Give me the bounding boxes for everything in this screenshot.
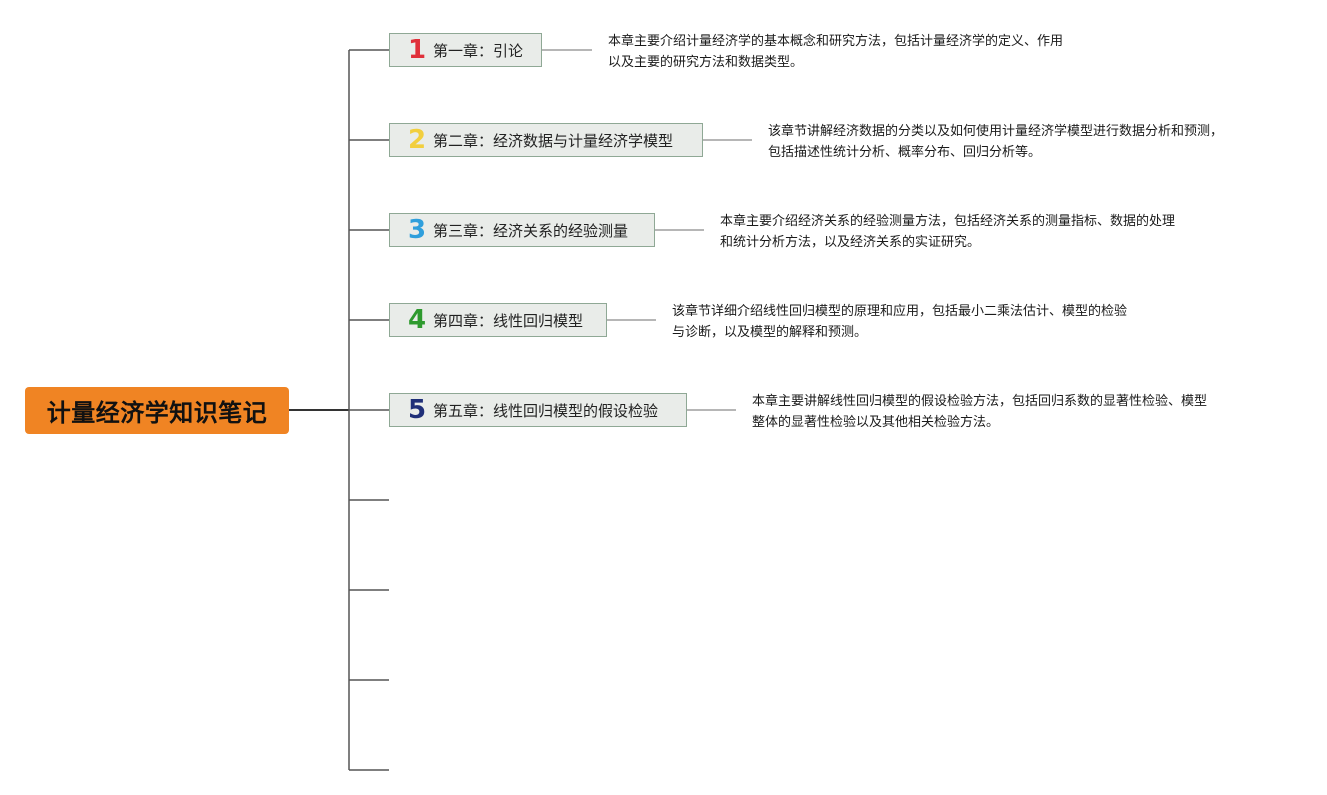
chapter-node-5[interactable]: 5 第五章：线性回归模型的假设检验 bbox=[389, 393, 687, 427]
chapter-description-5: 本章主要讲解线性回归模型的假设检验方法，包括回归系数的显著性检验、模型 整体的显… bbox=[752, 394, 1208, 430]
chapter-number-5: 5 bbox=[407, 395, 427, 425]
chapter-description-4: 该章节详细介绍线性回归模型的原理和应用，包括最小二乘法估计、模型的检验 与诊断，… bbox=[672, 304, 1128, 340]
chapter-description-2: 该章节讲解经济数据的分类以及如何使用计量经济学模型进行数据分析和预测， 包括描述… bbox=[768, 124, 1224, 160]
chapter-label-4: 第四章：线性回归模型 bbox=[433, 311, 584, 330]
chapter-number-4: 4 bbox=[407, 305, 427, 335]
chapter-label-3: 第三章：经济关系的经验测量 bbox=[433, 221, 629, 240]
chapter-node-1[interactable]: 1 第一章：引论 bbox=[389, 33, 542, 67]
chapter-description-1: 本章主要介绍计量经济学的基本概念和研究方法，包括计量经济学的定义、作用 以及主要… bbox=[608, 34, 1064, 70]
root-title: 计量经济学知识笔记 bbox=[46, 399, 268, 427]
chapter-number-1: 1 bbox=[407, 35, 427, 65]
chapter-number-2: 2 bbox=[407, 125, 427, 155]
chapter-label-2: 第二章：经济数据与计量经济学模型 bbox=[433, 131, 674, 150]
chapter-label-1: 第一章：引论 bbox=[433, 41, 524, 60]
chapter-node-3[interactable]: 3 第三章：经济关系的经验测量 bbox=[389, 213, 655, 247]
chapter-number-3: 3 bbox=[407, 215, 427, 245]
chapter-node-2[interactable]: 2 第二章：经济数据与计量经济学模型 bbox=[389, 123, 703, 157]
root-node[interactable]: 计量经济学知识笔记 bbox=[25, 387, 289, 434]
chapter-label-5: 第五章：线性回归模型的假设检验 bbox=[433, 401, 659, 420]
chapter-description-3: 本章主要介绍经济关系的经验测量方法，包括经济关系的测量指标、数据的处理 和统计分… bbox=[720, 214, 1176, 250]
chapter-node-4[interactable]: 4 第四章：线性回归模型 bbox=[389, 303, 607, 337]
